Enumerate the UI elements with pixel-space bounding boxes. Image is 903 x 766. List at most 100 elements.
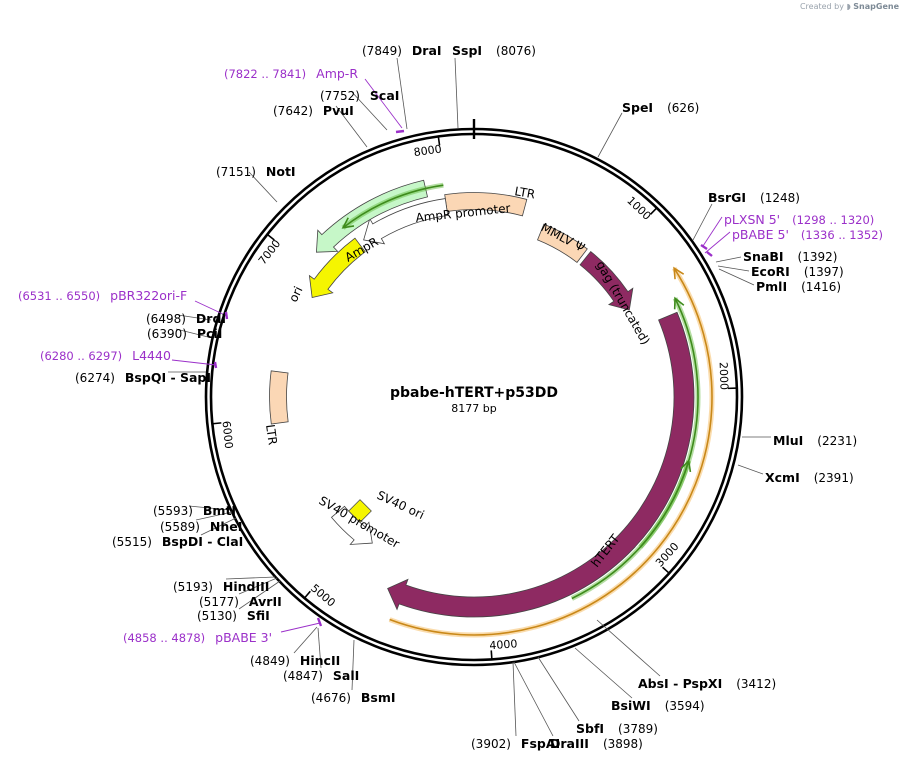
site-bspdi-clai[interactable]: (5515)BspDI - ClaI	[112, 534, 243, 549]
orf-arcs	[343, 185, 712, 635]
site-bspqi-sapi[interactable]: (6274)BspQI - SapI	[75, 370, 211, 385]
site-pcii[interactable]: (6390)PciI	[147, 326, 222, 341]
site-bsmi[interactable]: (4676)BsmI	[311, 690, 396, 705]
site-name-bsiwi: BsiWI	[611, 698, 651, 713]
leader-hincii	[294, 627, 317, 653]
site-sbfi[interactable]: SbfI (3789)	[576, 721, 658, 736]
tick-label-2000: 2000	[717, 362, 731, 390]
site-pos-pmli: (1416)	[801, 280, 841, 294]
tick-label-8000: 8000	[413, 142, 443, 159]
site-pos-drai: (7849)	[362, 44, 402, 58]
feature-htert	[388, 312, 694, 617]
site-name-fspai: FspAI	[521, 736, 560, 751]
feature-label-gag: gag (truncated)	[593, 259, 652, 348]
site-pos-sfii: (5130)	[197, 609, 237, 623]
site-name-sbfi: SbfI	[576, 721, 604, 736]
site-pos-sspi: (8076)	[496, 44, 536, 58]
site-sali[interactable]: (4847)SalI	[283, 668, 359, 683]
primer-range-plxsn-5-: (1298 .. 1320)	[792, 213, 874, 227]
primer-plxsn-5-[interactable]: pLXSN 5'(1298 .. 1320)	[724, 212, 874, 227]
site-pos-draiii: (3898)	[603, 737, 643, 751]
site-name-absi-pspxi: AbsI - PspXI	[638, 676, 722, 691]
site-spei[interactable]: SpeI(626)	[622, 100, 699, 115]
site-avrii[interactable]: (5177)AvrII	[199, 594, 282, 609]
site-hindiii[interactable]: (5193) HindIII	[173, 579, 269, 594]
leader-xcmi	[738, 465, 763, 474]
site-pvui[interactable]: (7642) PvuI	[273, 103, 354, 118]
feature-label-sv40-ori: SV40 ori	[375, 488, 427, 522]
site-name-xcmi: XcmI	[765, 470, 800, 485]
site-name-pvui: PvuI	[323, 103, 354, 118]
leader-bsmi	[352, 640, 354, 690]
primer-mark-plxsn-5-	[701, 245, 707, 249]
site-pos-bsrgi: (1248)	[760, 191, 800, 205]
primer-amp-r[interactable]: (7822 .. 7841)Amp-R	[224, 66, 358, 81]
primer-mark-pbabe-3-	[318, 618, 321, 626]
primer-range-pbabe-3-: (4858 .. 4878)	[123, 631, 205, 645]
primer-name-pbabe-3-: pBABE 3'	[215, 630, 272, 645]
site-pos-mlui: (2231)	[817, 434, 857, 448]
site-pos-sbfi: (3789)	[618, 722, 658, 736]
site-name-noti: NotI	[266, 164, 296, 179]
primer-pbr322ori-f[interactable]: (6531 .. 6550)pBR322ori-F	[18, 288, 187, 303]
site-name-snabi: SnaBI	[743, 249, 784, 264]
site-name-hincii: HincII	[300, 653, 340, 668]
tick-label-6000: 6000	[219, 420, 235, 449]
site-scai[interactable]: (7752)ScaI	[320, 88, 399, 103]
site-absi-pspxi[interactable]: AbsI - PspXI (3412)	[638, 676, 776, 691]
site-pos-pvui: (7642)	[273, 104, 313, 118]
site-hincii[interactable]: (4849)HincII	[250, 653, 340, 668]
primer-l4440[interactable]: (6280 .. 6297) L4440	[40, 348, 171, 363]
site-ecori[interactable]: EcoRI(1397)	[751, 264, 844, 279]
site-sspi[interactable]: SspI(8076)	[452, 43, 536, 58]
primer-range-pbr322ori-f: (6531 .. 6550)	[18, 289, 100, 303]
site-pos-bmti: (5593)	[153, 504, 193, 518]
site-xcmi[interactable]: XcmI (2391)	[765, 470, 854, 485]
site-pos-avrii: (5177)	[199, 595, 239, 609]
site-draiii[interactable]: DraIII(3898)	[550, 736, 643, 751]
site-pos-nhei: (5589)	[160, 520, 200, 534]
snapgene-credit: Created by ◗ SnapGene	[800, 2, 899, 11]
site-drai[interactable]: (7849) DraI	[362, 43, 442, 58]
feature-label-ltr-bottom: LTR	[263, 423, 280, 445]
feature-label-ori: ori	[286, 284, 305, 304]
primer-mark-l4440	[215, 362, 216, 368]
site-pos-xcmi: (2391)	[814, 471, 854, 485]
site-fspai[interactable]: (3902) FspAI	[471, 736, 560, 751]
site-bmti[interactable]: (5593)BmtI	[153, 503, 236, 518]
site-nhei[interactable]: (5589)NheI	[160, 519, 242, 534]
site-bsrgi[interactable]: BsrGI(1248)	[708, 190, 800, 205]
site-name-scai: ScaI	[370, 88, 400, 103]
site-noti[interactable]: (7151)NotI	[216, 164, 296, 179]
site-pos-absi-pspxi: (3412)	[736, 677, 776, 691]
site-pos-hindiii: (5193)	[173, 580, 213, 594]
site-name-pcii: PciI	[197, 326, 223, 341]
primer-range-l4440: (6280 .. 6297)	[40, 349, 122, 363]
site-name-drai: DraI	[412, 43, 442, 58]
site-drdi[interactable]: (6498)DrdI	[146, 311, 226, 326]
site-name-pmli: PmlI	[756, 279, 787, 294]
site-name-hindiii: HindIII	[223, 579, 270, 594]
site-pos-bsiwi: (3594)	[665, 699, 705, 713]
leader-snabi	[716, 257, 741, 262]
site-pmli[interactable]: PmlI (1416)	[756, 279, 841, 294]
primer-mark-pbabe-5-	[707, 252, 712, 256]
leader-draiii	[514, 662, 553, 736]
site-name-sali: SalI	[333, 668, 359, 683]
site-name-bspdi-clai: BspDI - ClaI	[162, 534, 243, 549]
site-name-ecori: EcoRI	[751, 264, 790, 279]
site-pos-fspai: (3902)	[471, 737, 511, 751]
leader-absi-pspxi	[597, 620, 660, 676]
primer-pbabe-5-[interactable]: pBABE 5'(1336 .. 1352)	[732, 227, 883, 242]
site-pos-drdi: (6498)	[146, 312, 186, 326]
plasmid-name: pbabe-hTERT+p53DD	[390, 385, 558, 401]
site-bsiwi[interactable]: BsiWI (3594)	[611, 698, 705, 713]
tick-label-1000: 1000	[624, 194, 653, 223]
site-sfii[interactable]: (5130)SfiI	[197, 608, 270, 623]
site-pos-bspqi-sapi: (6274)	[75, 371, 115, 385]
site-snabi[interactable]: SnaBI(1392)	[743, 249, 837, 264]
site-mlui[interactable]: MluI(2231)	[773, 433, 857, 448]
primer-name-l4440: L4440	[132, 348, 171, 363]
leader-sbfi	[538, 657, 579, 721]
primer-pbabe-3-[interactable]: (4858 .. 4878) pBABE 3'	[123, 630, 272, 645]
